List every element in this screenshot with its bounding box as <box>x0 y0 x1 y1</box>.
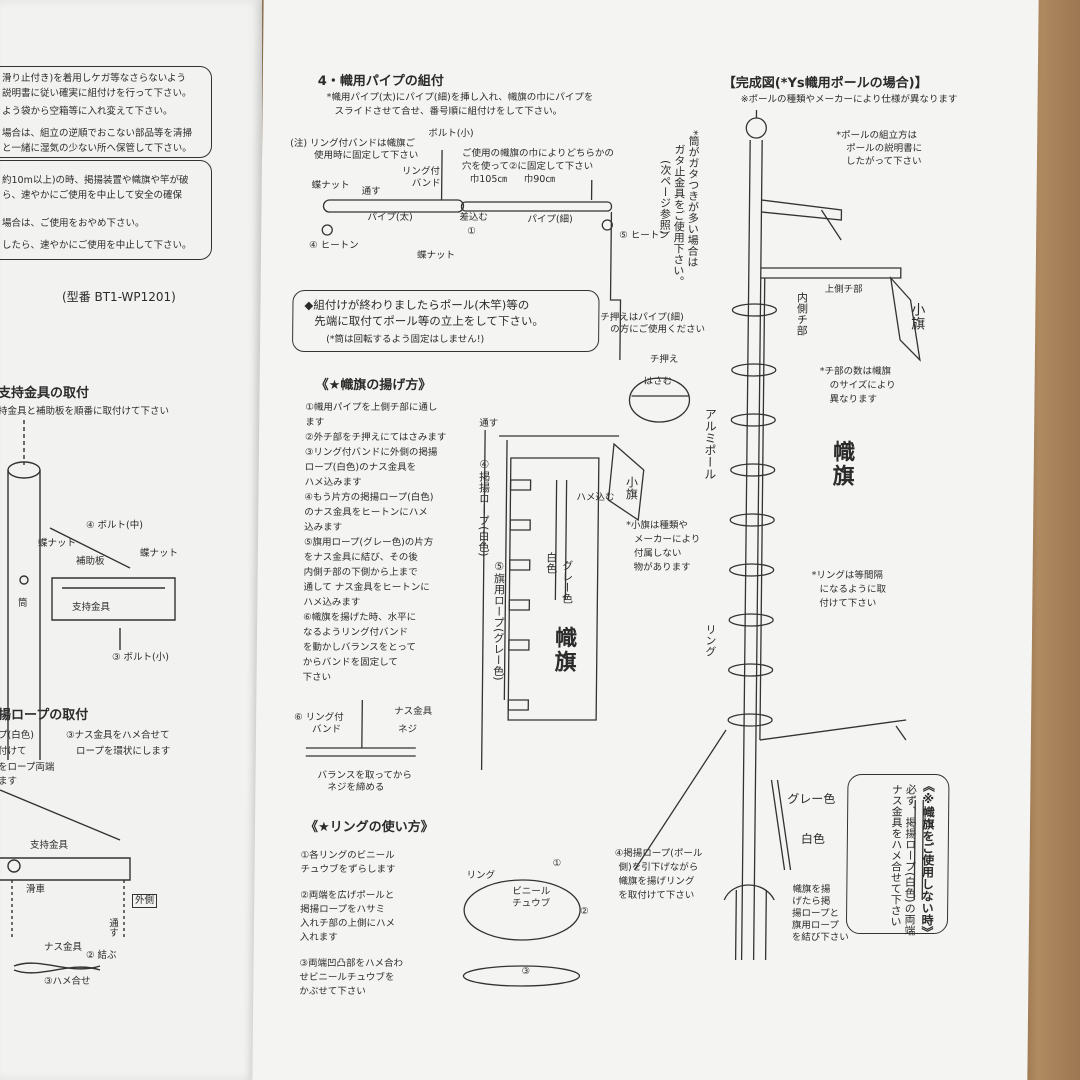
caution-line: したら、速やかにご使用を中止して下さい。 <box>2 240 192 251</box>
left-diagrams <box>0 420 176 974</box>
wing-nut-label: 蝶ナット <box>140 548 179 559</box>
hojoban-label: 補助板 <box>76 556 105 567</box>
shiji-label: 支持金具 <box>30 840 69 851</box>
caution-line: 場合は、ご使用をおやめ下さい。 <box>2 218 145 229</box>
kassha-label: 滑車 <box>26 884 46 895</box>
caution-box-bottom <box>0 160 212 260</box>
hameawase-label: ③ハメ合せ <box>44 976 91 987</box>
model-number: (型番 BT1-WP1201) <box>62 290 176 304</box>
nasu-label: ナス金具 <box>44 942 83 953</box>
caution-line: 約10m以上)の時、掲揚装置や幟旗や竿が破 <box>2 175 189 186</box>
tosu-label: 通す <box>107 918 118 937</box>
caution-line: よう袋から空箱等に入れ変えて下さい。 <box>2 106 173 117</box>
support-section-subtitle: 持金具と補助板を順番に取付けて下さい <box>0 406 170 417</box>
caution-line: 場合は、組立の逆順でおこない部品等を清掃 <box>2 128 193 139</box>
left-page: 滑り止付き)を着用しケガ等なさらないよう 説明書に従い確実に組付けを行って下さい… <box>0 0 262 1080</box>
rope-text: ます <box>0 776 18 787</box>
rope-text: プ(白色) <box>0 730 34 741</box>
caution-line: と一緒に湿気の少ない所へ保管して下さい。 <box>2 143 192 154</box>
rope-text: ③ナス金具をハメ合せて <box>66 730 170 741</box>
rope-text: ロープを環状にします <box>76 746 171 757</box>
rope-text: をロープ両端 <box>0 762 55 773</box>
bolt-mid-label: ④ ボルト(中) <box>86 520 143 531</box>
caution-box-top <box>0 66 212 158</box>
rope-text: 付けて <box>0 746 27 757</box>
right-page: 4・幟用パイプの組付 *幟用パイプ(太)にパイプ(細)を挿し入れ、幟旗の巾にパイ… <box>252 0 1039 1080</box>
musubu-label: ② 結ぶ <box>86 950 117 961</box>
right-diagrams <box>305 110 924 987</box>
rope-section-title: 揚ロープの取付 <box>0 708 89 723</box>
bolt-small-label: ③ ボルト(小) <box>112 652 169 663</box>
gaisoku-label: 外側 <box>132 894 158 908</box>
caution-line: 説明書に従い確実に組付けを行って下さい。 <box>2 88 192 99</box>
wing-nut-label: 蝶ナット <box>38 538 77 549</box>
tsutsu-label: 筒 <box>18 598 28 609</box>
caution-line: 滑り止付き)を着用しケガ等なさらないよう <box>2 73 187 84</box>
support-section-title: 支持金具の取付 <box>0 386 90 401</box>
caution-line: ら、速やかにご使用を中止して安全の確保 <box>2 190 183 201</box>
shijikanagu-label: 支持金具 <box>72 602 111 613</box>
